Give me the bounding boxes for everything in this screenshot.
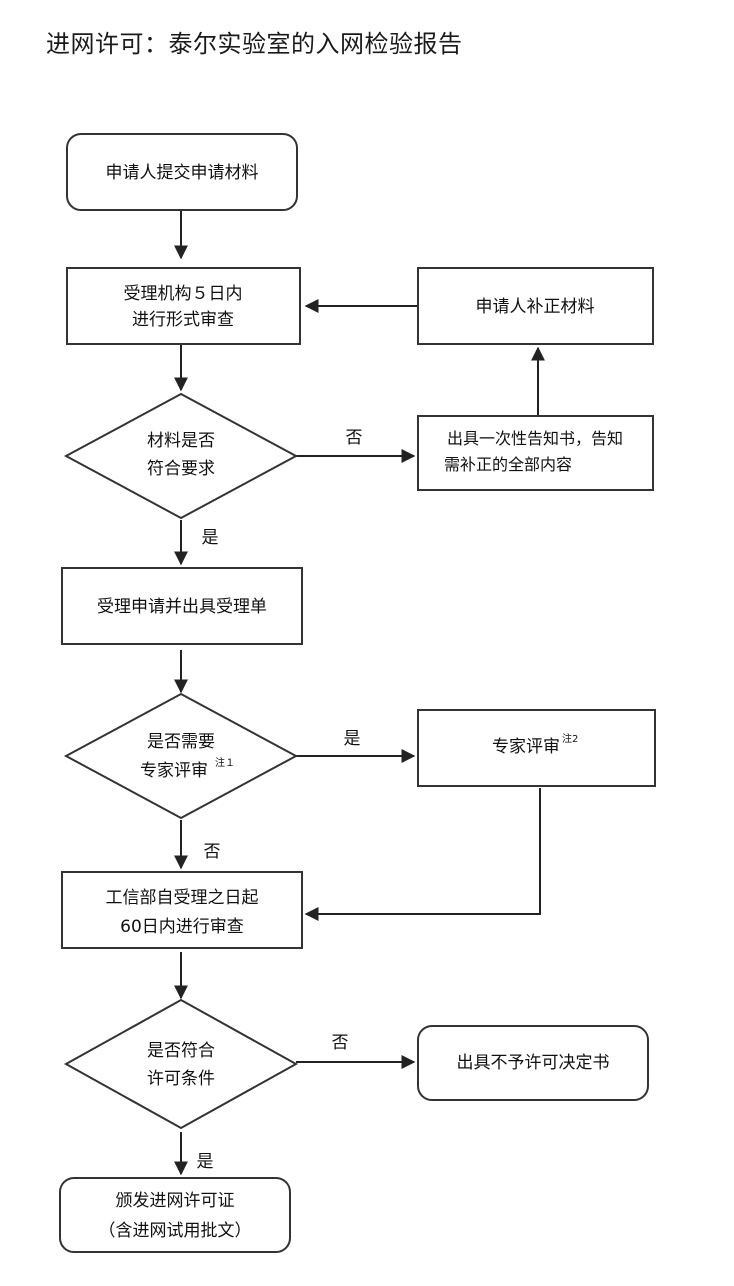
node-supplement: 申请人补正材料	[417, 267, 654, 345]
node-expert-decision: 是否需要 专家评审 注１	[63, 692, 299, 820]
node-materials-decision-line-2: 符合要求	[147, 459, 215, 479]
node-accept: 受理申请并出具受理单	[61, 567, 303, 645]
node-expert-decision-line-1: 是否需要	[147, 732, 215, 752]
node-conditions-decision: 是否符合 许可条件	[63, 998, 299, 1130]
node-supplement-text: 申请人补正材料	[476, 297, 595, 317]
node-notice-line-1: 出具一次性告知书，告知	[447, 429, 623, 448]
node-expert-decision-note: 注１	[215, 756, 235, 769]
node-materials-decision-line-1: 材料是否	[147, 431, 215, 451]
page-title: 进网许可：泰尔实验室的入网检验报告	[46, 30, 463, 58]
node-conditions-decision-line-2: 许可条件	[147, 1069, 215, 1089]
node-issue-line-1: 颁发进网许可证	[116, 1191, 235, 1211]
node-miit-review-line-1: 工信部自受理之日起	[106, 888, 259, 908]
node-formal-review-line-2: 进行形式审查	[132, 310, 234, 330]
node-notice-line-2: 需补正的全部内容	[444, 455, 572, 474]
node-miit-review-line-2: 60日内进行审查	[120, 917, 244, 937]
node-issue: 颁发进网许可证 （含进网试用批文）	[59, 1177, 291, 1253]
node-formal-review: 受理机构５日内 进行形式审查	[66, 267, 301, 345]
flow-edges	[174, 210, 545, 1176]
edge-label-conditions-yes: 是	[197, 1152, 214, 1172]
node-formal-review-line-1: 受理机构５日内	[124, 284, 243, 304]
edge-label-materials-yes: 是	[202, 528, 219, 548]
node-conditions-decision-line-1: 是否符合	[147, 1041, 215, 1061]
node-submit-text: 申请人提交申请材料	[106, 163, 259, 183]
edge-labels: 否 是 是 否 否 是	[197, 428, 363, 1172]
edge-expert-to-miit	[304, 788, 541, 921]
node-accept-text: 受理申请并出具受理单	[97, 597, 267, 617]
edge-label-conditions-no: 否	[332, 1033, 349, 1053]
node-expert-decision-line-2: 专家评审	[140, 761, 208, 781]
node-deny: 出具不予许可决定书	[417, 1025, 649, 1101]
node-materials-decision: 材料是否 符合要求	[63, 392, 299, 520]
edge-label-expert-no: 否	[204, 842, 221, 862]
node-deny-text: 出具不予许可决定书	[457, 1053, 610, 1073]
edge-label-materials-no: 否	[346, 428, 363, 448]
edge-label-expert-yes: 是	[344, 729, 361, 749]
node-issue-line-2: （含进网试用批文）	[99, 1221, 252, 1241]
node-submit: 申请人提交申请材料	[66, 133, 298, 211]
node-expert-review: 专家评审 注2	[417, 709, 656, 787]
node-notice: 出具一次性告知书，告知 需补正的全部内容	[417, 415, 654, 491]
node-expert-review-text: 专家评审	[492, 737, 560, 757]
node-expert-review-note: 注2	[562, 732, 578, 745]
node-miit-review: 工信部自受理之日起 60日内进行审查	[61, 871, 303, 949]
